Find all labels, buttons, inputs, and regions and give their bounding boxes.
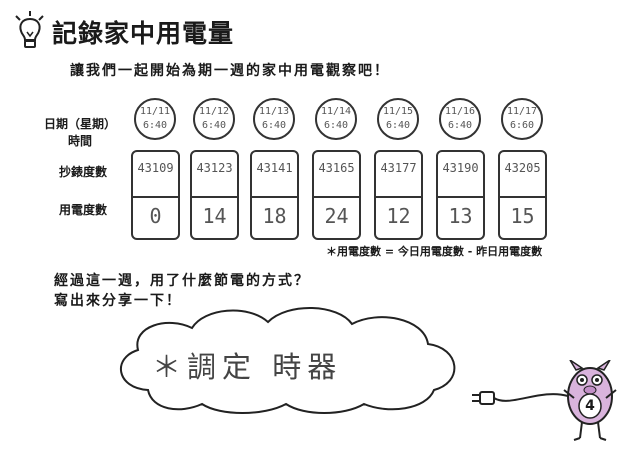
plug-icon — [472, 391, 569, 405]
meter-reading-value: 43123 — [196, 161, 233, 175]
time-value: 6:40 — [261, 120, 287, 131]
date-label: 日期（星期） — [44, 117, 117, 131]
date-value: 11/16 — [444, 106, 476, 117]
date-time-circle: 11/12 6:40 — [193, 98, 235, 140]
usage-value: 18 — [262, 204, 287, 228]
date-value: 11/15 — [382, 106, 414, 117]
intro-text: 讓我們一起開始為期一週的家中用電觀察吧！ — [70, 63, 390, 79]
usage-value: 13 — [448, 204, 473, 228]
usage-label: 用電度數 — [58, 203, 107, 217]
date-time-circle: 11/11 6:40 — [134, 98, 176, 140]
mascot-character — [563, 360, 617, 441]
divider — [438, 196, 483, 198]
meter-reading-value: 43205 — [504, 161, 541, 175]
usage-value: 12 — [386, 204, 411, 228]
formula-note: ＊用電度數 = 今日用電度數 - 昨日用電度數 — [326, 245, 543, 258]
time-value: 6:60 — [509, 120, 535, 131]
answer-text: ＊調定 時器 — [152, 350, 343, 384]
date-value: 11/14 — [320, 106, 352, 117]
date-time-circle: 11/13 6:40 — [253, 98, 295, 140]
usage-value: 15 — [510, 204, 535, 228]
meter-reading-label: 抄錶度數 — [58, 165, 107, 179]
date-value: 11/13 — [258, 106, 290, 117]
time-value: 6:40 — [447, 120, 473, 131]
divider — [133, 196, 178, 198]
day-reading-box: 43177 12 — [374, 150, 423, 240]
day-reading-box: 43123 14 — [190, 150, 239, 240]
date-time-circle: 11/16 6:40 — [439, 98, 481, 140]
date-time-circle: 11/14 6:40 — [315, 98, 357, 140]
date-time-circle: 11/17 6:60 — [501, 98, 543, 140]
time-label: 時間 — [67, 134, 92, 148]
usage-value: 24 — [324, 204, 349, 228]
meter-reading-value: 43109 — [137, 161, 174, 175]
divider — [500, 196, 545, 198]
date-time-circle: 11/15 6:40 — [377, 98, 419, 140]
date-value: 11/12 — [198, 106, 230, 117]
meter-reading-value: 43141 — [256, 161, 293, 175]
meter-reading-value: 43190 — [442, 161, 479, 175]
divider — [192, 196, 237, 198]
time-value: 6:40 — [201, 120, 227, 131]
cloud-bubble — [120, 306, 456, 414]
time-value: 6:40 — [142, 120, 168, 131]
divider — [376, 196, 421, 198]
divider — [252, 196, 297, 198]
mascot-number: 4 — [585, 398, 595, 414]
question-line-1: 經過這一週，用了什麼節電的方式？ — [54, 273, 310, 289]
meter-reading-value: 43165 — [318, 161, 355, 175]
day-reading-box: 43205 15 — [498, 150, 547, 240]
time-value: 6:40 — [385, 120, 411, 131]
date-time-label: 日期（星期） 時間 — [44, 115, 116, 149]
day-reading-box: 43190 13 — [436, 150, 485, 240]
page-title: 記錄家中用電量 — [52, 19, 235, 48]
question-line-2: 寫出來分享一下！ — [54, 293, 182, 309]
lightbulb-icon — [15, 11, 44, 48]
meter-reading-value: 43177 — [380, 161, 417, 175]
day-reading-box: 43141 18 — [250, 150, 299, 240]
time-value: 6:40 — [323, 120, 349, 131]
day-reading-box: 43165 24 — [312, 150, 361, 240]
divider — [314, 196, 359, 198]
date-value: 11/17 — [506, 106, 538, 117]
day-reading-box: 43109 0 — [131, 150, 180, 240]
date-value: 11/11 — [139, 106, 171, 117]
usage-value: 14 — [202, 204, 227, 228]
usage-value: 0 — [149, 204, 162, 228]
